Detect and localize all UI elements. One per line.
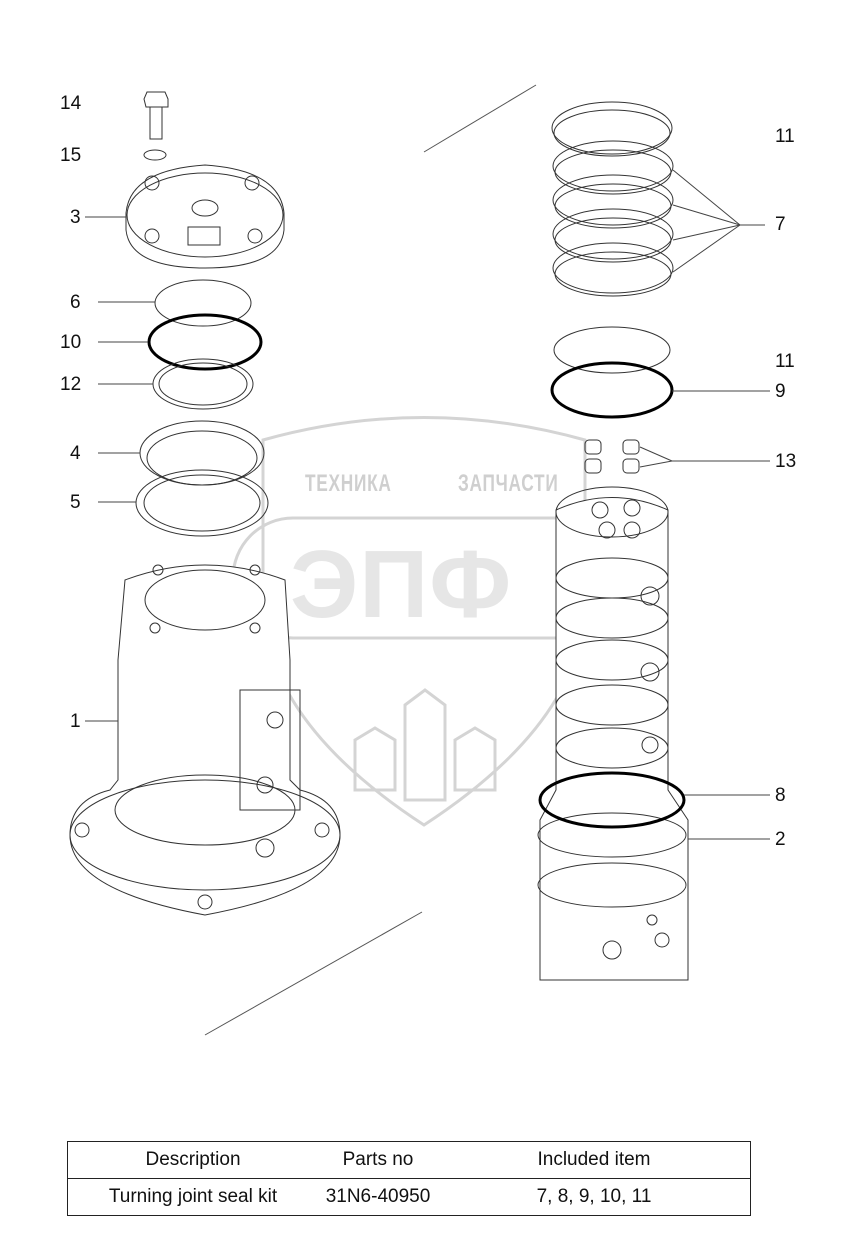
callout-11-top: 11 — [775, 126, 795, 147]
callout-10: 10 — [60, 332, 82, 353]
callout-8: 8 — [775, 785, 786, 806]
cell-included-item: 7, 8, 9, 10, 11 — [438, 1178, 751, 1216]
header-included-item: Included item — [438, 1141, 751, 1179]
guide-line-top — [423, 84, 537, 153]
part-5-ring — [135, 469, 269, 537]
part-2-spindle — [537, 486, 689, 981]
part-11-ring-lower — [553, 326, 671, 374]
callout-11-lower: 11 — [775, 351, 795, 372]
callout-5: 5 — [70, 492, 81, 513]
watermark-left-text: ТЕХНИКА — [305, 470, 392, 497]
part-10-oring — [147, 313, 263, 371]
header-parts-no: Parts no — [318, 1141, 438, 1179]
cell-description: Turning joint seal kit — [67, 1178, 318, 1216]
callout-14: 14 — [60, 93, 82, 114]
part-6-ring — [154, 279, 252, 327]
table-row: Turning joint seal kit 31N6-40950 7, 8, … — [67, 1178, 751, 1216]
callout-3: 3 — [70, 207, 81, 228]
part-14-bolt — [143, 91, 169, 140]
part-12-snap-ring — [152, 358, 254, 410]
callout-1: 1 — [70, 711, 81, 732]
callout-9: 9 — [775, 381, 786, 402]
part-1-housing — [69, 564, 341, 916]
part-15-washer — [143, 149, 167, 161]
exploded-parts-diagram — [69, 84, 770, 1036]
callout-7: 7 — [775, 214, 786, 235]
part-9-oring — [550, 361, 674, 419]
guide-line-bottom — [204, 911, 423, 1036]
cell-parts-no: 31N6-40950 — [318, 1178, 438, 1216]
part-13-plugs — [584, 439, 640, 474]
part-8-oring — [538, 771, 686, 829]
callout-2: 2 — [775, 829, 786, 850]
parts-table: Description Parts no Included item Turni… — [67, 1141, 751, 1216]
part-3-cover — [125, 164, 285, 269]
leader-lines — [85, 169, 770, 840]
table-header-row: Description Parts no Included item — [67, 1141, 751, 1179]
part-7-ring-stack — [552, 140, 674, 297]
callout-13: 13 — [775, 451, 797, 472]
callout-6: 6 — [70, 292, 81, 313]
watermark-logo-text: ЭПФ — [290, 531, 513, 638]
callout-4: 4 — [70, 443, 81, 464]
callout-15: 15 — [60, 145, 82, 166]
part-11-rings-top — [551, 101, 673, 157]
watermark-right-text: ЗАПЧАСТИ — [458, 470, 559, 497]
callout-12: 12 — [60, 374, 82, 395]
header-description: Description — [67, 1141, 318, 1179]
